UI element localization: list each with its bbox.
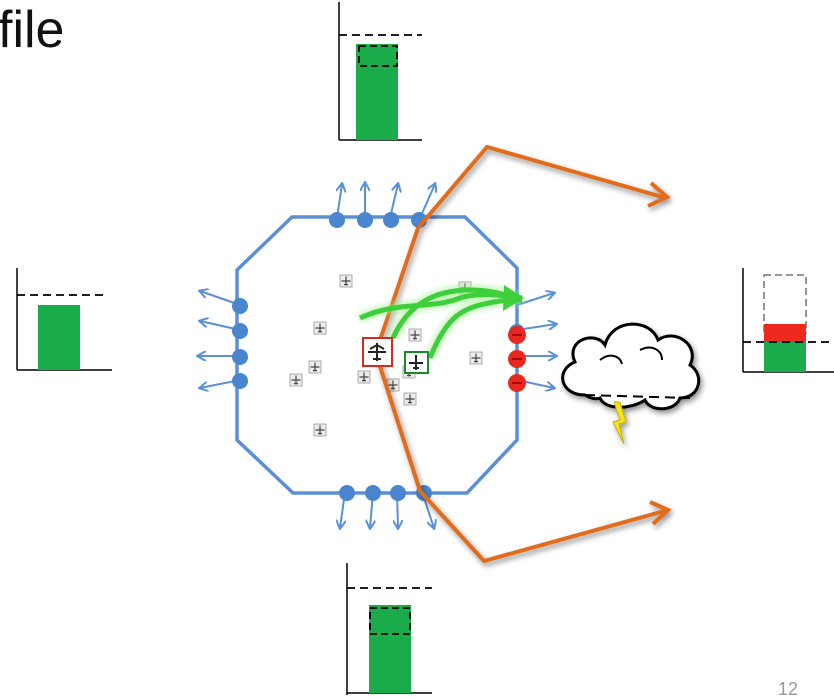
demand-bar [356,44,398,140]
airplane-icon [408,328,422,342]
page-number: 12 [778,679,799,699]
airplane-icon [339,274,353,288]
alternate-flight [404,351,429,374]
airplane-icon [368,343,386,361]
thunderstorm-cloud-icon [561,322,701,445]
capacity-gauge-north [338,2,422,141]
capacity-gauge-east [742,268,834,373]
closed-fix-points [508,326,526,392]
adjusted-capacity-box [358,45,398,67]
airplane-icon [289,373,303,387]
planned-flow-arrows [357,284,524,360]
overload-segment [764,324,806,342]
demand-bar [38,305,80,370]
airplane-icon [409,355,423,370]
airplane-icon [313,321,327,335]
airplane-icon [469,351,483,365]
capacity-gauge-south [346,563,432,695]
demand-bar [369,605,411,693]
airplane-icon [357,370,371,384]
airplane-icon [403,392,417,406]
selected-flight [362,337,393,367]
airplane-icon [308,360,322,374]
airplane-icon [313,423,327,437]
slide-title-fragment: file [0,1,65,59]
rerouted-trajectories [376,144,672,564]
capacity-gauge-west [16,268,112,371]
